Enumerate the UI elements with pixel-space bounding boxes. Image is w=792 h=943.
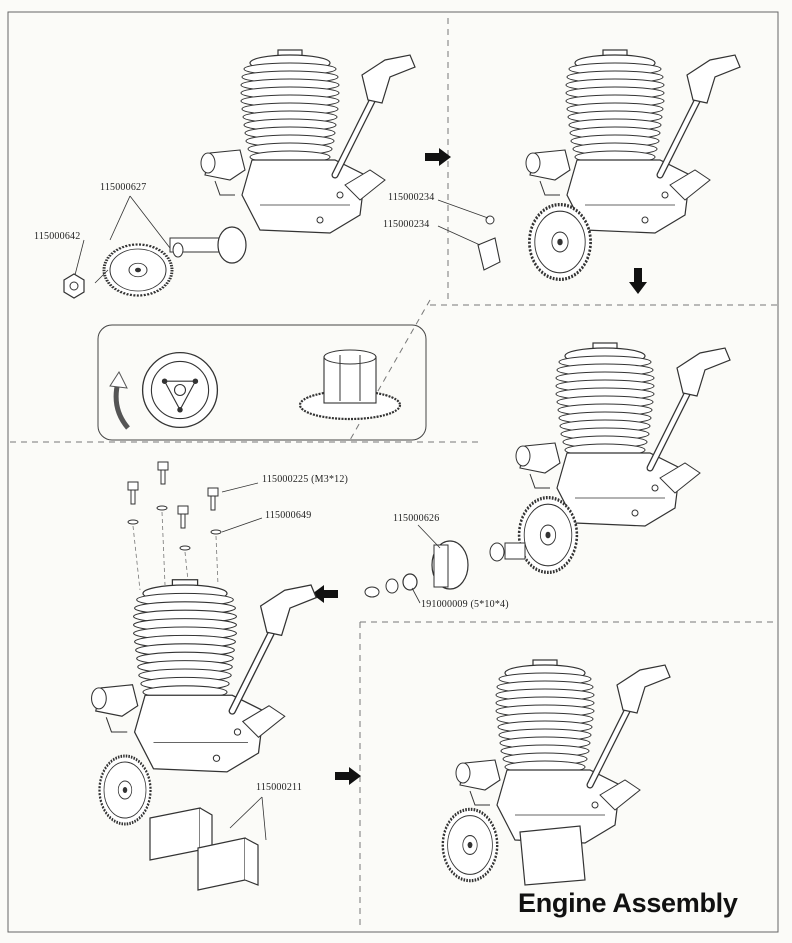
bearing-part [364, 573, 418, 598]
part-label-washer: 115000649 [265, 510, 312, 521]
screw-set [127, 461, 222, 601]
step-arrow-icon [425, 148, 451, 166]
panel-5-mount [519, 825, 586, 886]
step-arrow-icon [629, 268, 647, 294]
panel-2-leader-lines [437, 199, 489, 246]
part-label-nut: 115000642 [34, 231, 81, 242]
engine-mount-part [149, 807, 259, 891]
part-label-clutch-shoe-a: 115000234 [388, 192, 435, 203]
part-label-clutch-shoe-b: 115000234 [383, 219, 430, 230]
part-label-clutch-bell: 115000626 [393, 513, 440, 524]
panel-3-clutch-gear [517, 495, 579, 575]
page-title: Engine Assembly [518, 888, 738, 918]
page-border [7, 11, 779, 933]
panel-2-clutch-gear [527, 202, 593, 282]
detail-inset [97, 324, 427, 441]
panel-4-clutch-gear [98, 754, 152, 826]
part-label-bearing: 191000009 (5*10*4) [421, 599, 509, 610]
step-arrow-icon [335, 767, 361, 785]
part-label-screw: 115000225 (M3*12) [262, 474, 349, 485]
clutch-bell-part [431, 540, 526, 590]
panel-1-engine [201, 50, 415, 233]
panel-1-clutch-gear [102, 243, 174, 297]
nut-part [63, 273, 85, 299]
panel-4-leader-lines [221, 482, 267, 841]
panel-5-engine [456, 660, 670, 843]
panel-1-leader-lines [74, 195, 171, 284]
panel-1-shaft [169, 226, 247, 264]
panel-5-clutch-gear [441, 807, 499, 883]
panel-4-engine [92, 580, 317, 772]
panel-2-clutch-shoes [477, 215, 501, 271]
part-label-clutch-gear: 115000627 [100, 182, 147, 193]
panel-3-leader-lines [411, 524, 441, 604]
rotation-arrow-icon [109, 370, 130, 430]
step-arrow-icon [312, 585, 338, 603]
part-label-engine-mount: 115000211 [256, 782, 303, 793]
